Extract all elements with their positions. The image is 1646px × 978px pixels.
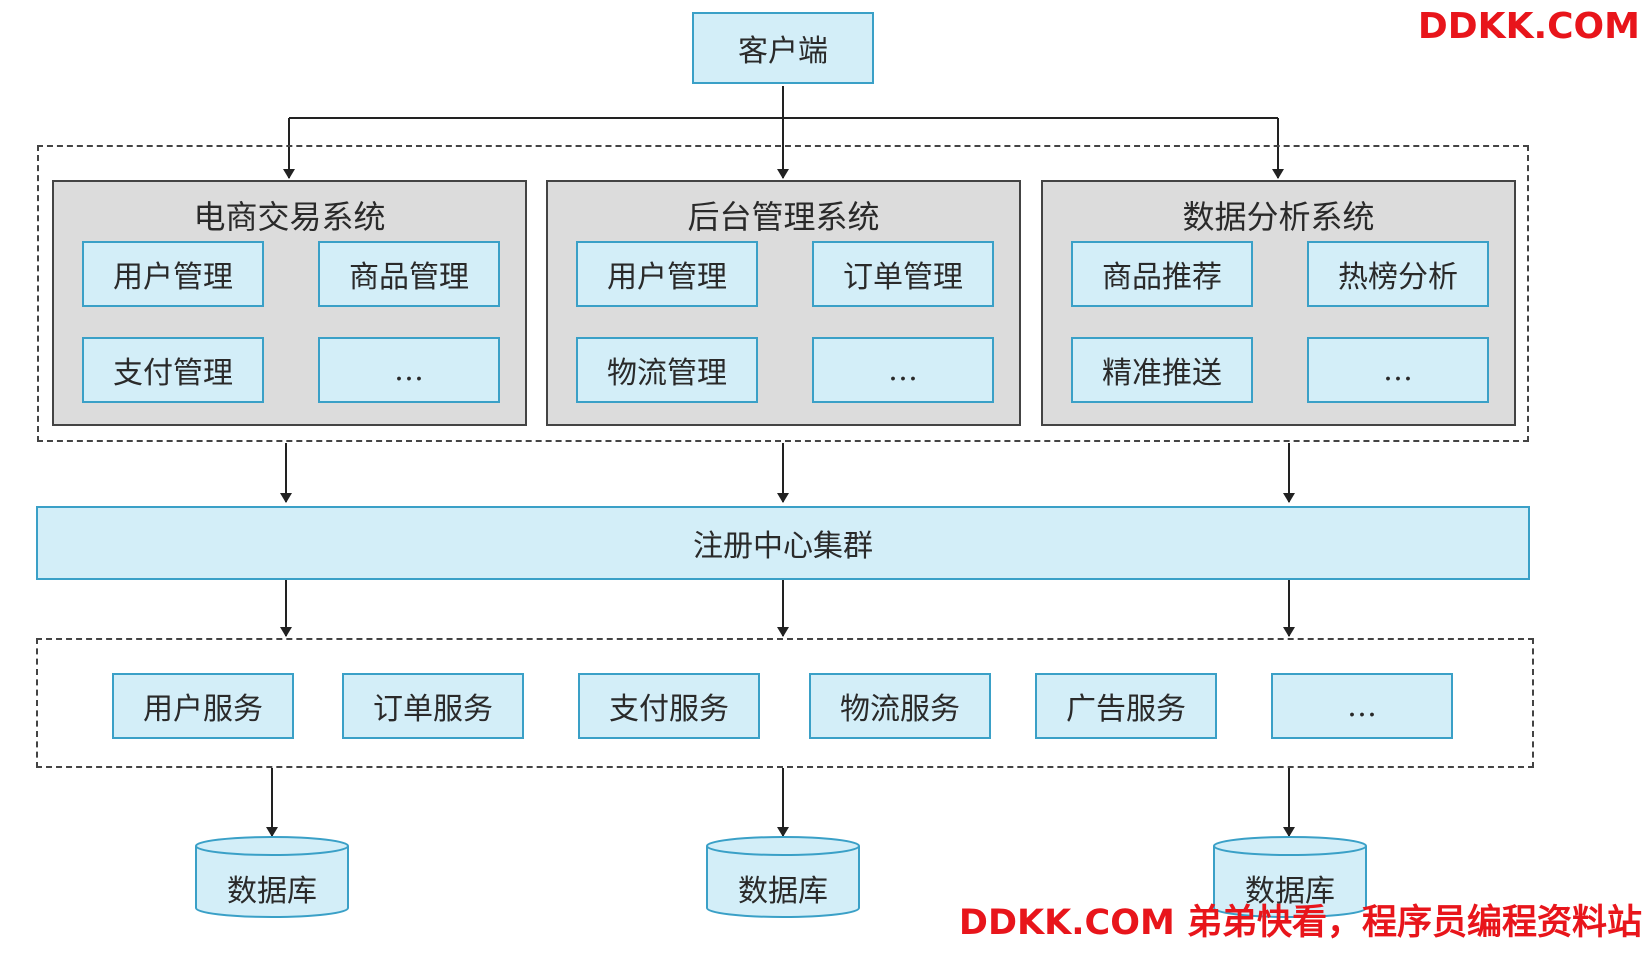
database-cylinder-2 — [706, 836, 860, 918]
module-box: 热榜分析 — [1307, 241, 1489, 307]
service-box: 物流服务 — [809, 673, 991, 739]
module-box: 精准推送 — [1071, 337, 1253, 403]
watermark-bottom: DDKK.COM 弟弟快看，程序员编程资料站 — [958, 903, 1642, 943]
system-title: 后台管理系统 — [687, 198, 880, 236]
module-box: 商品推荐 — [1071, 241, 1253, 307]
database-cylinder-3 — [1213, 836, 1367, 918]
module-box: 商品管理 — [318, 241, 500, 307]
module-box: 支付管理 — [82, 337, 264, 403]
service-box: 广告服务 — [1035, 673, 1217, 739]
module-box: … — [1307, 337, 1489, 403]
module-box: 订单管理 — [812, 241, 994, 307]
database-label: 数据库 — [738, 874, 828, 909]
database-label: 数据库 — [227, 874, 317, 909]
watermark-top: DDKK.COM — [1417, 6, 1640, 47]
services-container — [36, 638, 1534, 768]
service-box: 订单服务 — [342, 673, 524, 739]
module-box: 物流管理 — [576, 337, 758, 403]
module-box: 用户管理 — [82, 241, 264, 307]
system-title: 数据分析系统 — [1182, 198, 1375, 236]
module-box: … — [812, 337, 994, 403]
systems-container — [37, 145, 1529, 442]
client-box: 客户端 — [692, 12, 874, 84]
registry-cluster-box: 注册中心集群 — [36, 506, 1530, 580]
module-box: 用户管理 — [576, 241, 758, 307]
database-cylinder-1 — [195, 836, 349, 918]
service-box: 用户服务 — [112, 673, 294, 739]
service-box: … — [1271, 673, 1453, 739]
module-box: … — [318, 337, 500, 403]
database-label: 数据库 — [1245, 874, 1335, 909]
service-box: 支付服务 — [578, 673, 760, 739]
system-title: 电商交易系统 — [193, 198, 386, 236]
